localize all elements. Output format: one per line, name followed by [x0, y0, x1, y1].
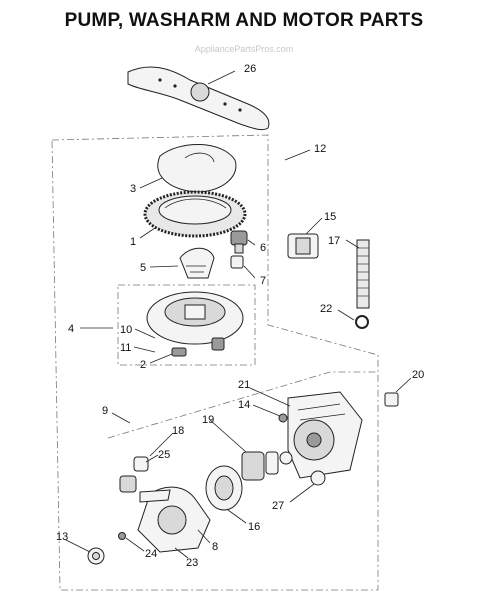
part-27-gasket — [310, 470, 326, 486]
callout-2: 2 — [140, 359, 146, 371]
callout-15: 15 — [324, 211, 336, 223]
callout-25: 25 — [158, 449, 170, 461]
part-19-impeller — [241, 451, 293, 481]
callout-23: 23 — [186, 557, 198, 569]
callout-26: 26 — [244, 63, 256, 75]
callout-22: 22 — [320, 303, 332, 315]
filter-cover — [157, 144, 237, 193]
part-14-nut — [278, 413, 288, 423]
filter-ring — [143, 190, 247, 238]
callout-6: 6 — [260, 242, 266, 254]
part-2-connector — [171, 347, 187, 357]
callout-1: 1 — [130, 236, 136, 248]
leader-lines — [65, 70, 412, 559]
pump-housing — [137, 486, 211, 553]
part-16-seal — [205, 465, 243, 511]
diagram-title: PUMP, WASHARM AND MOTOR PARTS — [64, 10, 424, 31]
callout-8: 8 — [212, 541, 218, 553]
upper-wash-arm — [127, 66, 270, 131]
callout-12: 12 — [314, 143, 326, 155]
part-20-bracket — [384, 392, 399, 407]
part-13-seal — [87, 547, 105, 565]
callout-21: 21 — [238, 379, 250, 391]
part-25-fitting — [119, 456, 149, 493]
assembly-12-boundary — [51, 134, 379, 591]
callout-19: 19 — [202, 414, 214, 426]
callout-20: 20 — [412, 369, 424, 381]
callout-9: 9 — [102, 405, 108, 417]
part-5-impeller — [179, 247, 215, 279]
callout-18: 18 — [172, 425, 184, 437]
callout-labels: 26 12 3 1 6 5 7 4 10 11 2 15 17 22 20 21… — [56, 63, 424, 569]
callout-13: 13 — [56, 531, 68, 543]
callout-7: 7 — [260, 275, 266, 287]
assembly-9-boundary — [107, 371, 378, 439]
watermark: AppliancePartsPros.com — [194, 44, 294, 54]
hose-clamp — [355, 315, 369, 329]
callout-24: 24 — [145, 548, 157, 560]
assembly-4-boundary — [117, 284, 256, 366]
pump-motor — [287, 391, 363, 479]
callout-14: 14 — [238, 399, 250, 411]
callout-27: 27 — [272, 500, 284, 512]
callout-3: 3 — [130, 183, 136, 195]
callout-5: 5 — [140, 262, 146, 274]
part-24-screw — [118, 532, 126, 540]
callout-4: 4 — [68, 323, 74, 335]
callout-11: 11 — [120, 342, 131, 354]
part-6-screen — [230, 230, 248, 254]
part-7-tube — [230, 255, 244, 269]
drain-hose — [356, 239, 370, 309]
callout-17: 17 — [328, 235, 340, 247]
callout-16: 16 — [248, 521, 260, 533]
sump-assembly — [146, 291, 244, 351]
callout-10: 10 — [120, 324, 132, 336]
part-15-valve — [287, 233, 319, 259]
